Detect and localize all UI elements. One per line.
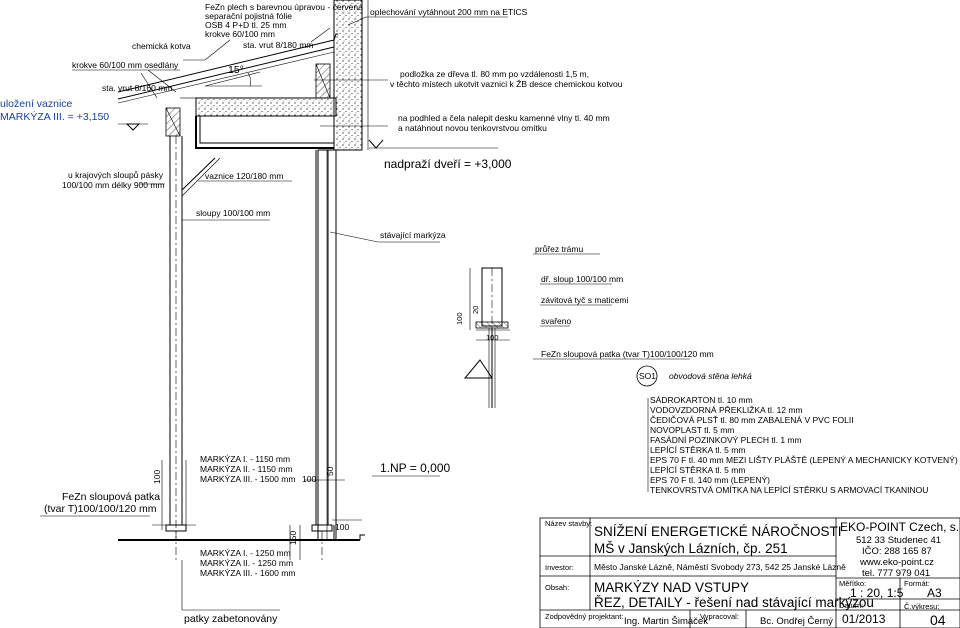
dim-100-mid: 100	[302, 474, 316, 484]
wall-layer-9: EPS 70 F tl. 140 mm (LEPENÝ)	[650, 475, 770, 485]
label-svareno: svařeno	[541, 316, 572, 326]
wall-tag: SO1	[639, 371, 656, 381]
label-ulozeni-vaznice-2: MARKÝZA III. = +3,150	[0, 110, 109, 123]
dim-100-left: 100	[152, 470, 162, 484]
lower-labels: 100 MARKÝZA I. - 1150 mm MARKÝZA II. - 1…	[44, 454, 450, 625]
label-vrut-8-160: sta. vrut 8/160 mm	[102, 83, 172, 93]
label-podhled-1: na podhled a čela nalepit desku kamenné …	[398, 113, 610, 123]
label-ulozeni-vaznice-1: uložení vaznice	[0, 98, 73, 110]
dim-150: 150	[288, 531, 298, 545]
label-stavajici-markyza: stávající markýza	[380, 230, 446, 240]
label-fezn-plech-1: FeZn plech s barevnou úpravou - červená	[205, 2, 363, 12]
label-patky: patky zabetonovány	[184, 613, 278, 625]
columns	[165, 136, 333, 560]
tb-tel: tel. 777 979 041	[862, 568, 930, 579]
label-vaznice: vaznice 120/180 mm	[205, 171, 283, 181]
tb-obsah-line1: MARKÝZY NAD VSTUPY	[594, 580, 749, 595]
wall-layer-7: EPS 70 F tl. 40 mm MEZI LIŠTY PLÁŠTĚ (LE…	[650, 455, 958, 465]
tb-cislo: 04	[930, 612, 946, 628]
tb-zodpovedny: Ing. Martin Šimáček	[624, 616, 708, 627]
tb-zodpovedny-label: Zodpovědný projektant:	[545, 612, 623, 621]
tb-cislo-label: Č.výkresu:	[904, 602, 939, 611]
label-drev-sloup: dř. sloup 100/100 mm	[541, 274, 623, 284]
leader-lines	[40, 16, 690, 611]
tb-vypracoval-label: Vypracoval:	[700, 612, 739, 621]
label-fezn-patka-left-1: FeZn sloupová patka	[62, 491, 160, 503]
tb-format: A3	[927, 586, 942, 600]
wall-layer-10: TENKOVRSTVÁ OMÍTKA NA LEPÍCÍ STĚRKU S AR…	[650, 485, 928, 495]
label-podlozka-1: podložka ze dřeva tl. 80 mm po vzdálenos…	[400, 69, 589, 79]
tb-investor-label: Investor:	[545, 563, 574, 572]
tb-datum: 01/2013	[842, 612, 886, 626]
label-markyza-top-3: MARKÝZA III. - 1500 mm	[200, 474, 295, 484]
label-podlozka-2: v těchto místech ukotvit vaznici k ŽB de…	[390, 79, 623, 89]
label-np-level: 1.NP = 0,000	[380, 461, 450, 475]
label-markyza-bottom-1: MARKÝZA I. - 1250 mm	[200, 548, 291, 558]
tb-obsah-label: Obsah:	[545, 583, 569, 592]
tb-nazev-line2: MŠ v Janských Lázních, čp. 251	[594, 541, 788, 556]
tb-vypracoval: Bc. Ondřej Černý	[760, 616, 833, 627]
top-labels: chemická kotva FeZn plech s barevnou úpr…	[0, 2, 623, 240]
tb-ico: IČO: 288 165 87	[862, 546, 932, 557]
wall-layer-6: LEPÍCÍ STĚRKA tl. 5 mm	[650, 445, 745, 455]
dim-50: 50	[325, 466, 335, 476]
label-fezn-patka-left-2: (tvar T)100/100/120 mm	[44, 503, 157, 515]
label-krajove-sloupy-1: u krajových sloupů pásky	[68, 170, 164, 180]
tb-meritko-label: Měřítko:	[839, 579, 866, 588]
label-fezn-plech-4: krokve 60/100 mm	[205, 29, 275, 39]
wall-layer-1: SÁDROKARTON tl. 10 mm	[650, 395, 753, 405]
ground-line	[118, 525, 365, 541]
roof-section	[117, 33, 338, 137]
tb-company: EKO-POINT Czech, s.r.o.	[840, 520, 960, 534]
label-oplechovani: oplechování vytáhnout 200 mm na ETICS	[370, 7, 528, 17]
tb-investor: Město Janské Lázně, Náměstí Svobody 273,…	[594, 562, 846, 572]
wall-layer-2: VODOVZDORNÁ PŘEKLIŽKA tl. 12 mm	[650, 405, 803, 415]
title-block: Název stavby: SNÍŽENÍ ENERGETICKÉ NÁROČN…	[539, 517, 960, 628]
dim-100-right: 100	[335, 522, 349, 532]
wall-layer-4: NOVOPLAST tl. 5 mm	[650, 425, 734, 435]
label-zavitova-tyc: závitová tyč s maticemi	[541, 295, 628, 305]
dim-100-vertical: 100	[455, 312, 464, 325]
level-markers	[118, 123, 498, 379]
label-prurez-tramu: průřez trámu	[535, 244, 583, 254]
label-podhled-2: a natáhnout novou tenkovrstvou omítku	[398, 123, 547, 133]
wall-layers-bracket	[636, 365, 658, 492]
label-vrut-8-180: sta. vrut 8/180 mm	[243, 40, 313, 50]
label-sloupy: sloupy 100/100 mm	[196, 208, 270, 218]
wall-composition: SO1 obvodová stěna lehká SÁDROKARTON tl.…	[639, 371, 958, 495]
column-foot-detail	[469, 267, 510, 408]
dim-20: 20	[471, 306, 480, 314]
label-markyza-top-1: MARKÝZA I. - 1150 mm	[200, 454, 290, 464]
tb-datum-label: Datum:	[839, 601, 863, 610]
label-chemicka-kotva: chemická kotva	[132, 41, 191, 51]
label-fezn-patka: FeZn sloupová patka (tvar T)100/100/120 …	[541, 349, 714, 359]
label-nadprazi: nadpraží dveří = +3,000	[384, 157, 512, 171]
label-markyza-bottom-2: MARKÝZA II. - 1250 mm	[200, 558, 293, 568]
dimension-lines	[152, 460, 362, 560]
dim-100-horizontal: 100	[486, 333, 499, 342]
tb-format-label: Formát:	[904, 579, 930, 588]
label-markyza-top-2: MARKÝZA II. - 1150 mm	[200, 464, 292, 474]
tb-address: 512 33 Studenec 41	[856, 535, 941, 546]
label-uhel: 15°	[228, 64, 244, 76]
detail-labels: průřez trámu dř. sloup 100/100 mm závito…	[455, 244, 714, 359]
label-markyza-bottom-3: MARKÝZA III. - 1600 mm	[200, 568, 295, 578]
tb-nazev-label: Název stavby:	[545, 519, 592, 528]
wall-layer-3: ČEDIČOVÁ PLSŤ tl. 80 mm ZABALENÁ V PVC F…	[650, 415, 854, 425]
tb-nazev-line1: SNÍŽENÍ ENERGETICKÉ NÁROČNOSTI	[594, 524, 842, 539]
tb-web: www.eko-point.cz	[859, 557, 934, 568]
label-fezn-plech-2: separační pojistná fólie	[205, 11, 292, 21]
label-krajove-sloupy-2: 100/100 mm délky 900 mm	[62, 180, 165, 190]
label-fezn-plech-3: OSB 4 P+D tl. 25 mm	[205, 20, 287, 30]
tb-obsah-line2: ŘEZ, DETAILY - řešení nad stávající mark…	[594, 595, 874, 610]
tb-meritko: 1 : 20, 1:5	[850, 586, 904, 600]
wall-layer-8: LEPÍCÍ STĚRKA tl. 5 mm	[650, 465, 745, 475]
wall-title: obvodová stěna lehká	[669, 371, 752, 381]
wall-layer-5: FASÁDNÍ POZINKOVÝ PLECH tl. 1 mm	[650, 435, 802, 445]
label-krokve-osedlany: krokve 60/100 mm osedlány	[72, 60, 179, 70]
